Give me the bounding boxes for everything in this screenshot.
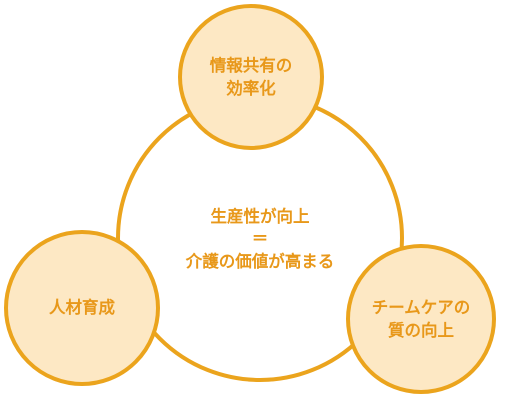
center-line-care-value: 介護の価値が高まる <box>185 251 335 271</box>
node-team-care-quality-label: チームケアの 質の向上 <box>371 297 471 340</box>
node-talent-development: 人材育成 <box>4 230 160 386</box>
center-text: 生産性が向上 ＝ 介護の価値が高まる <box>160 206 360 273</box>
center-line-equals: ＝ <box>251 229 269 249</box>
node-info-sharing: 情報共有の 効率化 <box>178 4 324 150</box>
node-team-care-quality: チームケアの 質の向上 <box>346 244 496 394</box>
center-line-productivity: 生産性が向上 <box>210 207 310 226</box>
node-info-sharing-label: 情報共有の 効率化 <box>209 55 293 98</box>
node-talent-development-label: 人材育成 <box>49 298 115 318</box>
